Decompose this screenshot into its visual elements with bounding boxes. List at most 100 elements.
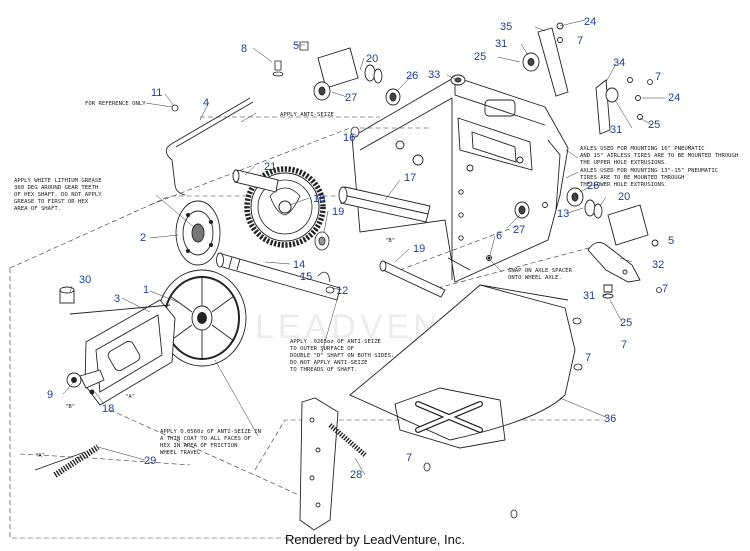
note-spacer-line-1: SNAP ON AXLE SPACER <box>508 268 573 274</box>
callout-4: 4 <box>203 97 209 109</box>
shift-lever-linkage <box>66 369 105 395</box>
note-spacer-line-2: ONTO WHEEL AXLE. <box>508 275 562 281</box>
callout-1: 1 <box>143 284 149 296</box>
spring-28 <box>328 423 367 457</box>
shift-rod <box>165 97 254 196</box>
callout-29: 29 <box>144 455 156 467</box>
callout-25b: 25 <box>648 119 660 131</box>
note-axle-16-line-2: AND 15" AIRLESS TIRES ARE TO BE MOUNTED … <box>580 153 738 159</box>
callout-9: 9 <box>47 389 53 401</box>
callout-24a: 24 <box>584 16 596 28</box>
callout-21: 21 <box>264 161 276 173</box>
note-anti-0265-line-2: TO OUTER SURFACE OF <box>290 346 355 352</box>
upper-right-brackets <box>522 22 643 135</box>
tag-a-cable: "A" <box>35 453 45 459</box>
callout-18: 18 <box>102 403 114 415</box>
note-anti-0560-line-3: HEX IN AREA OF FRICTION <box>160 443 237 449</box>
note-grease-line-1: APPLY WHITE LITHIUM GREASE <box>14 178 102 184</box>
bearing-33 <box>450 74 466 86</box>
callout-20a: 20 <box>366 53 378 65</box>
callout-33: 33 <box>428 69 440 81</box>
callout-11: 11 <box>151 87 162 99</box>
callout-32: 32 <box>652 259 664 271</box>
bolts-7 <box>423 79 662 519</box>
note-grease-line-3: OF HEX SHAFT. DO NOT APPLY <box>14 192 102 198</box>
callout-7e: 7 <box>585 352 591 364</box>
callout-15: 15 <box>300 271 312 283</box>
hex-shaft <box>338 186 431 223</box>
note-axle-13-line-2: TIRES ARE TO BE MOUNTED THROUGH <box>580 175 684 181</box>
drive-hub <box>175 200 221 266</box>
footer-credit: Rendered by LeadVenture, Inc. <box>285 532 465 547</box>
callout-24b: 24 <box>668 92 680 104</box>
friction-wheel <box>157 269 247 367</box>
note-anti-0560-line-2: A THIN COAT TO ALL FACES OF <box>160 436 252 442</box>
note-anti-0560-line-1: APPLY 0.0560z OF ANTI-SEIZE IN <box>160 429 261 435</box>
callout-12: 12 <box>336 285 348 297</box>
callout-13: 13 <box>557 208 569 220</box>
mounting-plate-28 <box>299 397 339 531</box>
note-axle-16-line-1: AXLES USED FOR MOUNTING 16" PNEUMATIC <box>580 146 705 152</box>
callout-7c: 7 <box>662 283 668 295</box>
callout-7a: 7 <box>577 35 583 47</box>
note-reference-only: FOR REFERENCE ONLY <box>85 101 146 107</box>
assembly-notes: FOR REFERENCE ONLY APPLY ANTI-SEIZE APPL… <box>14 101 738 459</box>
callout-31c: 31 <box>583 290 595 302</box>
note-anti-0265-line-5: TO THREADS OF SHAFT. <box>290 367 357 373</box>
callout-25c: 25 <box>620 317 632 329</box>
note-axle-16-line-3: THE UPPER HOLE EXTRUSIONS. <box>580 160 668 166</box>
callout-26a: 26 <box>406 70 418 82</box>
note-anti-0265-line-3: DOUBLE "D" SHAFT ON BOTH SIDES. <box>290 353 394 359</box>
callout-17: 17 <box>404 172 416 184</box>
tag-b-lever: "B" <box>65 404 75 410</box>
main-housing <box>351 76 569 283</box>
callout-31a: 31 <box>495 38 507 50</box>
note-grease-line-2: 360 DEG AROUND GEAR TEETH <box>14 185 98 191</box>
callout-28: 28 <box>350 469 362 481</box>
callout-7d: 7 <box>621 339 627 351</box>
gear-shaft <box>232 169 279 193</box>
tag-b-housing: "B" <box>385 238 395 244</box>
shift-bracket <box>69 299 176 406</box>
callout-36: 36 <box>604 413 616 425</box>
callout-35: 35 <box>500 21 512 33</box>
wheel-axle <box>379 260 446 298</box>
note-axle-13-line-3: THE LOWER HOLE EXTRUSIONS. <box>580 182 668 188</box>
callout-7b: 7 <box>655 71 661 83</box>
callout-31b: 31 <box>610 124 622 136</box>
callout-10: 10 <box>313 193 325 205</box>
callout-numbers: 1 2 3 4 5 5 6 7 7 7 7 7 7 8 9 10 11 12 1… <box>47 16 680 481</box>
note-anti-0265-line-1: APPLY .0265oz OF ANTI-SEIZE <box>290 339 382 345</box>
axle-bracket-32 <box>587 241 641 299</box>
callout-5b: 5 <box>668 235 674 247</box>
spacer-30 <box>59 286 75 304</box>
spring-29 <box>34 444 100 478</box>
leader-lines <box>62 19 665 476</box>
callout-16: 16 <box>343 132 355 144</box>
callout-19a: 19 <box>332 206 344 218</box>
callout-3: 3 <box>114 293 120 305</box>
callout-19b: 19 <box>413 243 425 255</box>
upper-bushing-stack <box>313 47 401 106</box>
note-anti-0560-line-4: WHEEL TRAVEL <box>160 450 201 456</box>
note-axle-13-line-1: AXLES USED FOR MOUNTING 13"-15" PNEUMATI… <box>580 168 718 174</box>
callout-26b: 26 <box>587 180 599 192</box>
lower-bushing-stack <box>486 187 659 261</box>
callout-5a: 5 <box>293 40 299 52</box>
spacer-clip <box>487 256 491 260</box>
callout-7f: 7 <box>406 452 412 464</box>
callout-6: 6 <box>496 230 502 242</box>
callout-30: 30 <box>79 274 91 286</box>
callout-27b: 27 <box>513 224 525 236</box>
note-grease-line-4: GREASE TO FIRST OR HEX <box>14 199 89 205</box>
note-grease-line-5: AREA OF SHAFT. <box>14 206 61 212</box>
callout-20b: 20 <box>618 191 630 203</box>
callout-8: 8 <box>241 43 247 55</box>
note-anti-0265-line-4: DO NOT APPLY ANTI-SEIZE <box>290 360 368 366</box>
note-anti-seize: APPLY ANTI-SEIZE <box>280 112 335 118</box>
callout-14: 14 <box>293 259 305 271</box>
bottom-shroud <box>349 284 576 449</box>
small-hardware <box>171 41 360 294</box>
